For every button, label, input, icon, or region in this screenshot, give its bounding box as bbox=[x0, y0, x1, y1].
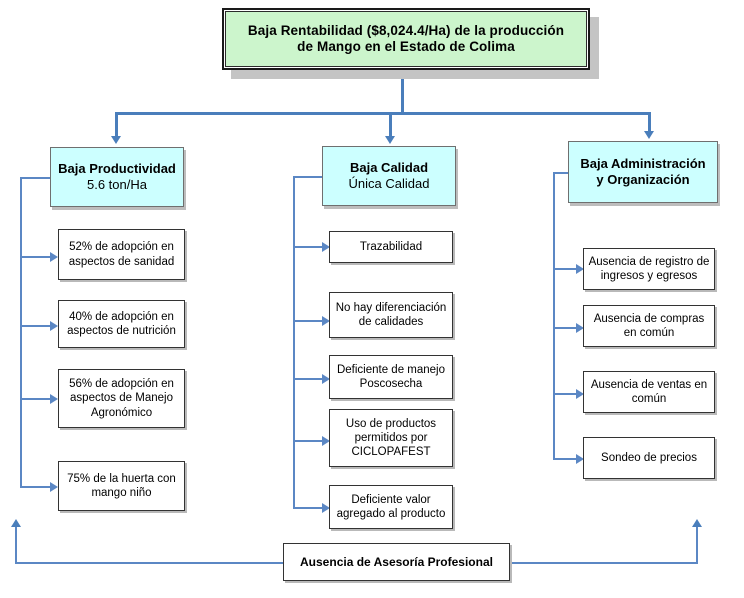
middle-leaf-connector-1 bbox=[293, 320, 325, 322]
root-node: Baja Rentabilidad ($8,024.4/Ha) de la pr… bbox=[222, 8, 590, 70]
middle-leaf-connector-0 bbox=[293, 246, 325, 248]
leaf-box-2-1: Ausencia de compras en común bbox=[583, 305, 715, 347]
leaf-box-0-1: 40% de adopción en aspectos de nutrición bbox=[58, 300, 185, 348]
bottom-arrow-left-icon bbox=[11, 519, 21, 527]
bottom-box-label: Ausencia de Asesoría Profesional bbox=[300, 554, 493, 569]
left-leaf-connector-1 bbox=[20, 325, 53, 327]
bottom-riser-left bbox=[15, 527, 17, 564]
right-leaf-arrow-2-icon bbox=[576, 389, 584, 399]
category-box-baja-productividad: Baja Productividad 5.6 ton/Ha bbox=[50, 147, 184, 207]
leaf-label-0-0: 52% de adopción en aspectos de sanidad bbox=[68, 241, 175, 268]
category-title-1: Baja Calidad bbox=[349, 160, 429, 176]
root-trunk-vertical bbox=[401, 70, 404, 114]
distribution-bar bbox=[115, 112, 651, 115]
bottom-riser-right bbox=[696, 527, 698, 564]
middle-leaf-connector-2 bbox=[293, 378, 325, 380]
leaf-label-2-3: Sondeo de precios bbox=[601, 451, 697, 464]
category-title-0: Baja Productividad bbox=[58, 161, 176, 177]
branch-arrow-right-icon bbox=[644, 131, 654, 139]
middle-spine-top-stub bbox=[293, 176, 324, 178]
right-leaf-arrow-1-icon bbox=[576, 323, 584, 333]
leaf-box-2-3: Sondeo de precios bbox=[583, 437, 715, 479]
leaf-label-1-3: Uso de productos permitidos por CICLOPAF… bbox=[345, 417, 437, 458]
root-node-label: Baja Rentabilidad ($8,024.4/Ha) de la pr… bbox=[224, 23, 588, 56]
leaf-label-1-0: Trazabilidad bbox=[359, 240, 423, 253]
middle-leaf-arrow-4-icon bbox=[322, 503, 330, 513]
leaf-box-0-3: 75% de la huerta con mango niño bbox=[58, 461, 185, 511]
leaf-box-1-0: Trazabilidad bbox=[329, 231, 453, 263]
middle-leaf-arrow-1-icon bbox=[322, 316, 330, 326]
leaf-box-1-2: Deficiente de manejo Poscosecha bbox=[329, 355, 453, 399]
left-leaf-connector-2 bbox=[20, 398, 53, 400]
right-leaf-arrow-3-icon bbox=[576, 454, 584, 464]
leaf-label-2-2: Ausencia de ventas en común bbox=[590, 378, 708, 405]
leaf-box-2-2: Ausencia de ventas en común bbox=[583, 371, 715, 413]
bottom-line-right bbox=[509, 562, 698, 564]
leaf-box-2-0: Ausencia de registro de ingresos y egres… bbox=[583, 248, 715, 290]
right-leaf-connector-2 bbox=[553, 393, 579, 395]
left-leaf-connector-3 bbox=[20, 486, 53, 488]
right-spine bbox=[553, 172, 555, 460]
bottom-arrow-right-icon bbox=[692, 519, 702, 527]
left-leaf-arrow-3-icon bbox=[50, 482, 58, 492]
right-leaf-connector-1 bbox=[553, 327, 579, 329]
bottom-line-left bbox=[15, 562, 284, 564]
left-leaf-arrow-2-icon bbox=[50, 394, 58, 404]
leaf-box-0-0: 52% de adopción en aspectos de sanidad bbox=[58, 229, 185, 280]
left-spine bbox=[20, 177, 22, 488]
category-subtitle-2: y Organización bbox=[596, 172, 690, 187]
leaf-label-1-1: No hay diferenciación de calidades bbox=[335, 301, 447, 328]
branch-arrow-middle-icon bbox=[385, 136, 395, 144]
category-subtitle-0: 5.6 ton/Ha bbox=[87, 177, 147, 192]
middle-leaf-connector-4 bbox=[293, 507, 325, 509]
middle-leaf-arrow-3-icon bbox=[322, 436, 330, 446]
leaf-label-0-1: 40% de adopción en aspectos de nutrición bbox=[67, 310, 176, 337]
right-spine-top-stub bbox=[553, 172, 570, 174]
branch-drop-middle bbox=[389, 112, 392, 139]
left-leaf-arrow-1-icon bbox=[50, 321, 58, 331]
category-subtitle-1: Única Calidad bbox=[348, 176, 430, 191]
right-leaf-arrow-0-icon bbox=[576, 264, 584, 274]
leaf-box-0-2: 56% de adopción en aspectos de Manejo Ag… bbox=[58, 369, 185, 428]
root-node-line2: de Mango en el Estado de Colima bbox=[297, 39, 515, 54]
branch-drop-left bbox=[115, 112, 118, 139]
middle-leaf-arrow-2-icon bbox=[322, 374, 330, 384]
branch-drop-right bbox=[648, 112, 651, 134]
middle-leaf-arrow-0-icon bbox=[322, 242, 330, 252]
middle-spine bbox=[293, 176, 295, 509]
left-leaf-arrow-0-icon bbox=[50, 252, 58, 262]
leaf-label-1-4: Deficiente valor agregado al producto bbox=[336, 493, 446, 520]
category-box-baja-administracion: Baja Administración y Organización bbox=[568, 141, 718, 203]
leaf-label-2-0: Ausencia de registro de ingresos y egres… bbox=[588, 255, 710, 282]
leaf-box-1-1: No hay diferenciación de calidades bbox=[329, 292, 453, 338]
right-leaf-connector-3 bbox=[553, 458, 579, 460]
left-spine-top-stub bbox=[20, 177, 52, 179]
leaf-label-0-2: 56% de adopción en aspectos de Manejo Ag… bbox=[69, 378, 174, 419]
leaf-label-1-2: Deficiente de manejo Poscosecha bbox=[336, 363, 446, 390]
leaf-label-0-3: 75% de la huerta con mango niño bbox=[67, 472, 176, 499]
leaf-box-1-3: Uso de productos permitidos por CICLOPAF… bbox=[329, 409, 453, 467]
middle-leaf-connector-3 bbox=[293, 440, 325, 442]
leaf-label-2-1: Ausencia de compras en común bbox=[593, 312, 705, 339]
branch-arrow-left-icon bbox=[111, 136, 121, 144]
root-node-line1: Baja Rentabilidad ($8,024.4/Ha) de la pr… bbox=[247, 22, 565, 38]
leaf-box-1-4: Deficiente valor agregado al producto bbox=[329, 485, 453, 529]
left-leaf-connector-0 bbox=[20, 256, 53, 258]
category-title-2: Baja Administración bbox=[580, 156, 706, 172]
right-leaf-connector-0 bbox=[553, 268, 579, 270]
bottom-box-asesoria: Ausencia de Asesoría Profesional bbox=[283, 543, 510, 581]
category-box-baja-calidad: Baja Calidad Única Calidad bbox=[322, 146, 456, 206]
